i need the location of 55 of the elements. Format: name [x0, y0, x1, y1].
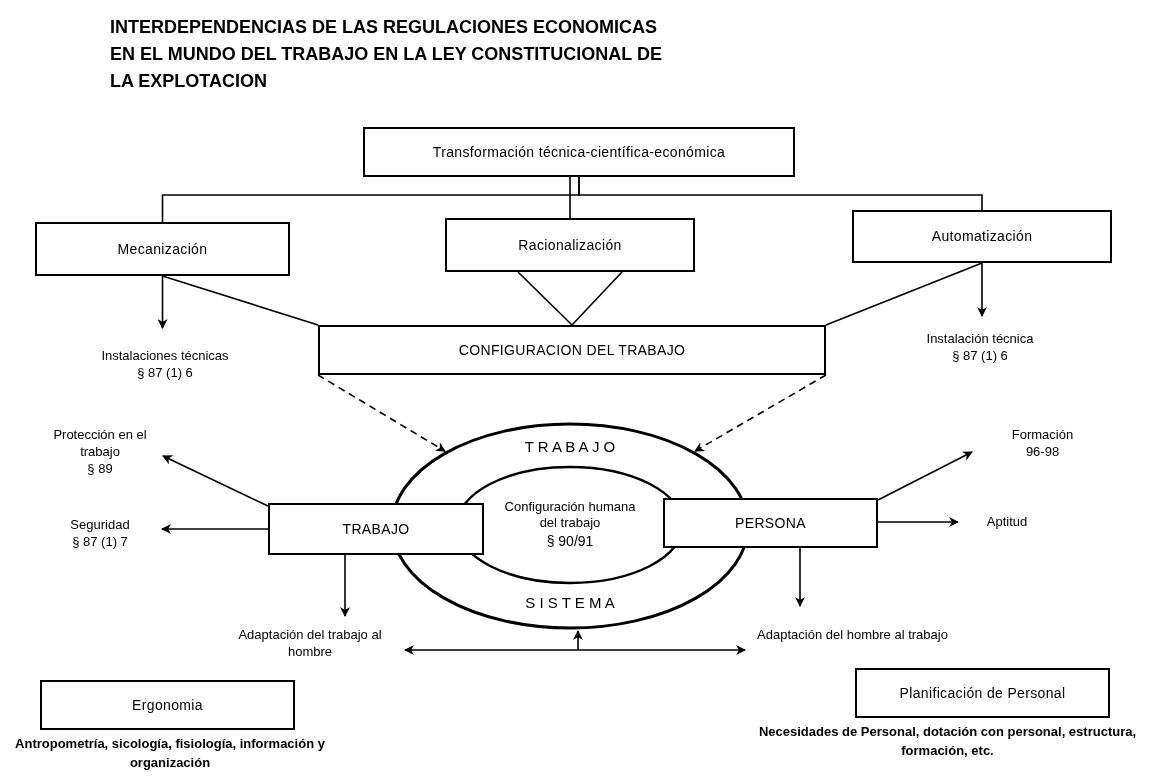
box-label: PERSONA: [735, 513, 806, 533]
arrow: [404, 645, 746, 655]
ellipse-label: S I S T E M A: [525, 592, 615, 613]
process-box: [40, 680, 295, 730]
text-label: Instalación técnica: [926, 330, 1034, 347]
text-label: § 87 (1) 7: [72, 533, 128, 550]
text-label: Adaptación del trabajo al hombre: [237, 626, 383, 660]
text-label: Adaptación del hombre al trabajo: [757, 625, 948, 643]
process-box: [855, 668, 1110, 718]
text-label: § 89: [87, 459, 113, 477]
process-box: [663, 498, 878, 548]
arrow: [162, 455, 269, 507]
dashed-arrow: [694, 374, 827, 452]
connector-line: [517, 271, 623, 326]
text-label: § 87 (1) 6: [137, 364, 193, 381]
box-label: Mecanización: [117, 239, 208, 259]
arrow: [795, 547, 805, 607]
connector-line: [161, 275, 319, 326]
text-label: Aptitud: [986, 512, 1028, 530]
diagram-title: INTERDEPENDENCIAS DE LAS REGULACIONES ECONOMICAS EN EL MUNDO DEL TRABAJO EN LA LEY CONSTITUCIONAL DE LA EXPLOTACION: [110, 16, 664, 93]
arrow: [877, 517, 959, 527]
arrow: [157, 275, 168, 329]
process-box: [363, 127, 795, 177]
ellipse-label: T R A B A J O: [524, 437, 616, 457]
box-label: Automatización: [931, 227, 1033, 246]
box-label: TRABAJO: [342, 519, 410, 539]
box-label: CONFIGURACION DEL TRABAJO: [458, 340, 686, 360]
ellipse-label: § 90/91: [546, 531, 594, 551]
text-label: 96-98: [1025, 443, 1060, 460]
box-label: Ergonomia: [132, 695, 203, 715]
process-box: [852, 210, 1112, 263]
box-caption: Necesidades de Personal, dotación con personal, estructura, formación, etc.: [757, 723, 1138, 760]
arrow: [877, 451, 973, 501]
arrow: [161, 524, 269, 534]
process-box: [35, 222, 290, 276]
text-label: Instalaciones técnicas: [101, 347, 229, 364]
dashed-arrow: [317, 374, 446, 452]
connector-line: [578, 176, 983, 211]
arrow: [573, 630, 583, 651]
arrow: [340, 554, 350, 617]
box-label: Racionalización: [518, 235, 622, 255]
process-box: [445, 218, 695, 272]
box-caption: Antropometría, sicología, fisiología, información y organización: [14, 735, 326, 772]
box-label: Transformación técnica-científica-económica: [432, 142, 726, 162]
box-label: Planificación de Personal: [899, 683, 1066, 703]
process-box: [318, 325, 826, 375]
arrow: [977, 262, 987, 317]
text-label: § 87 (1) 6: [952, 347, 1008, 364]
connector-line: [825, 262, 983, 326]
text-label: Seguridad: [70, 516, 130, 533]
process-box: [268, 503, 484, 555]
text-label: Formación: [1011, 426, 1074, 443]
text-label: Protección en el trabajo: [52, 425, 148, 460]
ellipse-label: Configuración humana del trabajo: [503, 498, 637, 531]
connector-line: [569, 176, 571, 219]
